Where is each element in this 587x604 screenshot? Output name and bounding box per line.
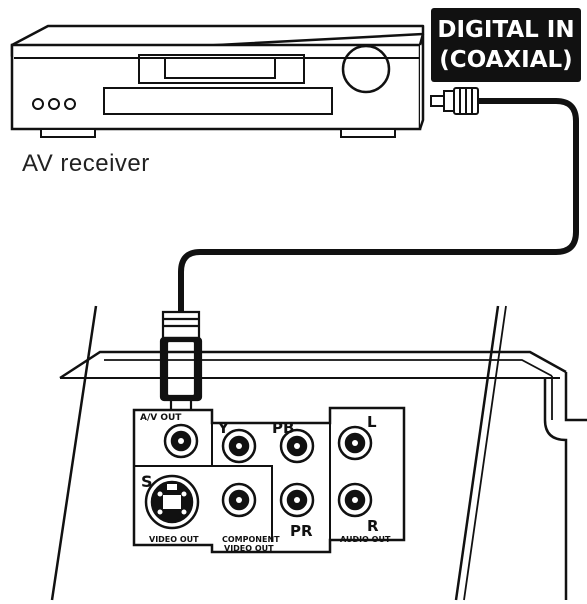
jacks [144, 423, 373, 530]
component-pb-jack-icon [279, 428, 315, 464]
receiver-button-1-icon [32, 98, 44, 110]
receiver-button-3-icon [64, 98, 76, 110]
audio-l-jack-icon [337, 425, 373, 461]
av-receiver-label: AV receiver [22, 150, 150, 177]
s-label: S [141, 472, 153, 491]
av-out-label: A/V OUT [140, 413, 182, 423]
audio-r-jack-icon [337, 482, 373, 518]
coaxial-av-out-jack-icon [163, 423, 199, 459]
badge-line-2: (COAXIAL) [439, 47, 573, 73]
component-pr-jack-icon [279, 482, 315, 518]
av-receiver [10, 24, 425, 138]
coaxial-cable [159, 87, 579, 432]
audio-out-label: AUDIO OUT [340, 535, 391, 544]
player-rear-panel [50, 305, 587, 601]
component-y-jack-icon [221, 428, 257, 464]
receiver-button-2-icon [48, 98, 60, 110]
y-label: Y [217, 419, 230, 437]
component-label-line-1: COMPONENT [222, 535, 280, 544]
badge-line-1: DIGITAL IN [437, 17, 575, 43]
digital-in-coaxial-badge: DIGITAL IN (COAXIAL) [431, 8, 581, 82]
r-label: R [367, 517, 379, 535]
component-label-line-2: VIDEO OUT [224, 544, 274, 553]
rca-plug-receiver-icon [430, 87, 479, 115]
component-video-jack-icon [221, 482, 257, 518]
l-label: L [367, 413, 377, 431]
video-out-label: VIDEO OUT [149, 535, 199, 544]
rca-plug-player-icon [159, 310, 203, 432]
panel-labels: A/V OUT S Y PB PR L R VIDEO OUT COMPONEN… [140, 413, 391, 553]
s-video-jack-icon [144, 474, 200, 530]
pb-label: PB [272, 419, 294, 437]
pr-label: PR [290, 522, 313, 540]
